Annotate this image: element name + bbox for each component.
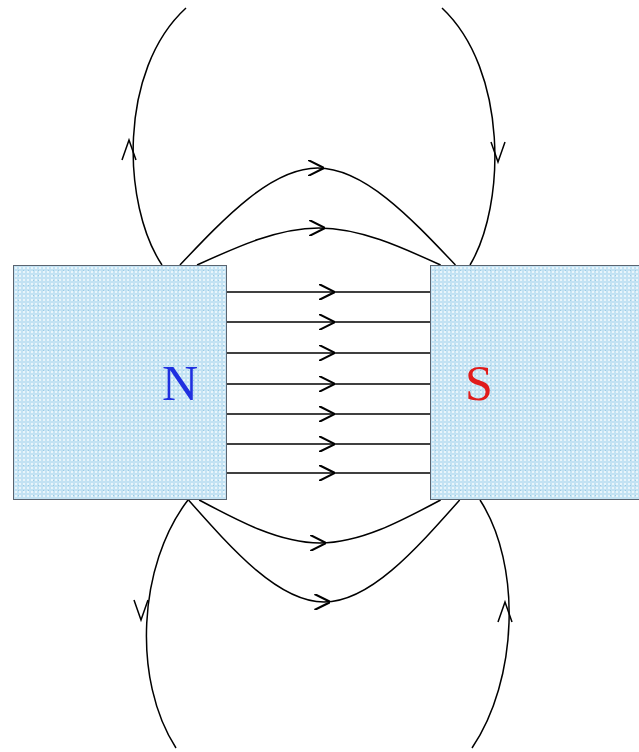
arrow-head	[134, 600, 148, 620]
field-line	[472, 500, 509, 748]
field-line	[227, 291, 430, 293]
magnet-north: N	[13, 265, 227, 500]
pole-label: N	[162, 358, 198, 408]
field-line	[227, 383, 430, 385]
pole-label: S	[465, 358, 493, 408]
field-line	[227, 472, 430, 474]
field-line	[227, 321, 430, 323]
field-line	[199, 500, 440, 543]
field-line	[442, 8, 495, 265]
field-line	[188, 500, 459, 602]
magnet-south: S	[430, 265, 639, 500]
field-line	[180, 168, 456, 265]
field-line	[133, 8, 186, 265]
field-line	[146, 500, 188, 748]
arrow-head	[491, 142, 505, 162]
field-line	[227, 443, 430, 445]
arrow-head	[122, 140, 136, 160]
field-line	[227, 413, 430, 415]
arrow-head	[498, 602, 512, 622]
field-line	[197, 228, 441, 265]
field-line	[227, 352, 430, 354]
